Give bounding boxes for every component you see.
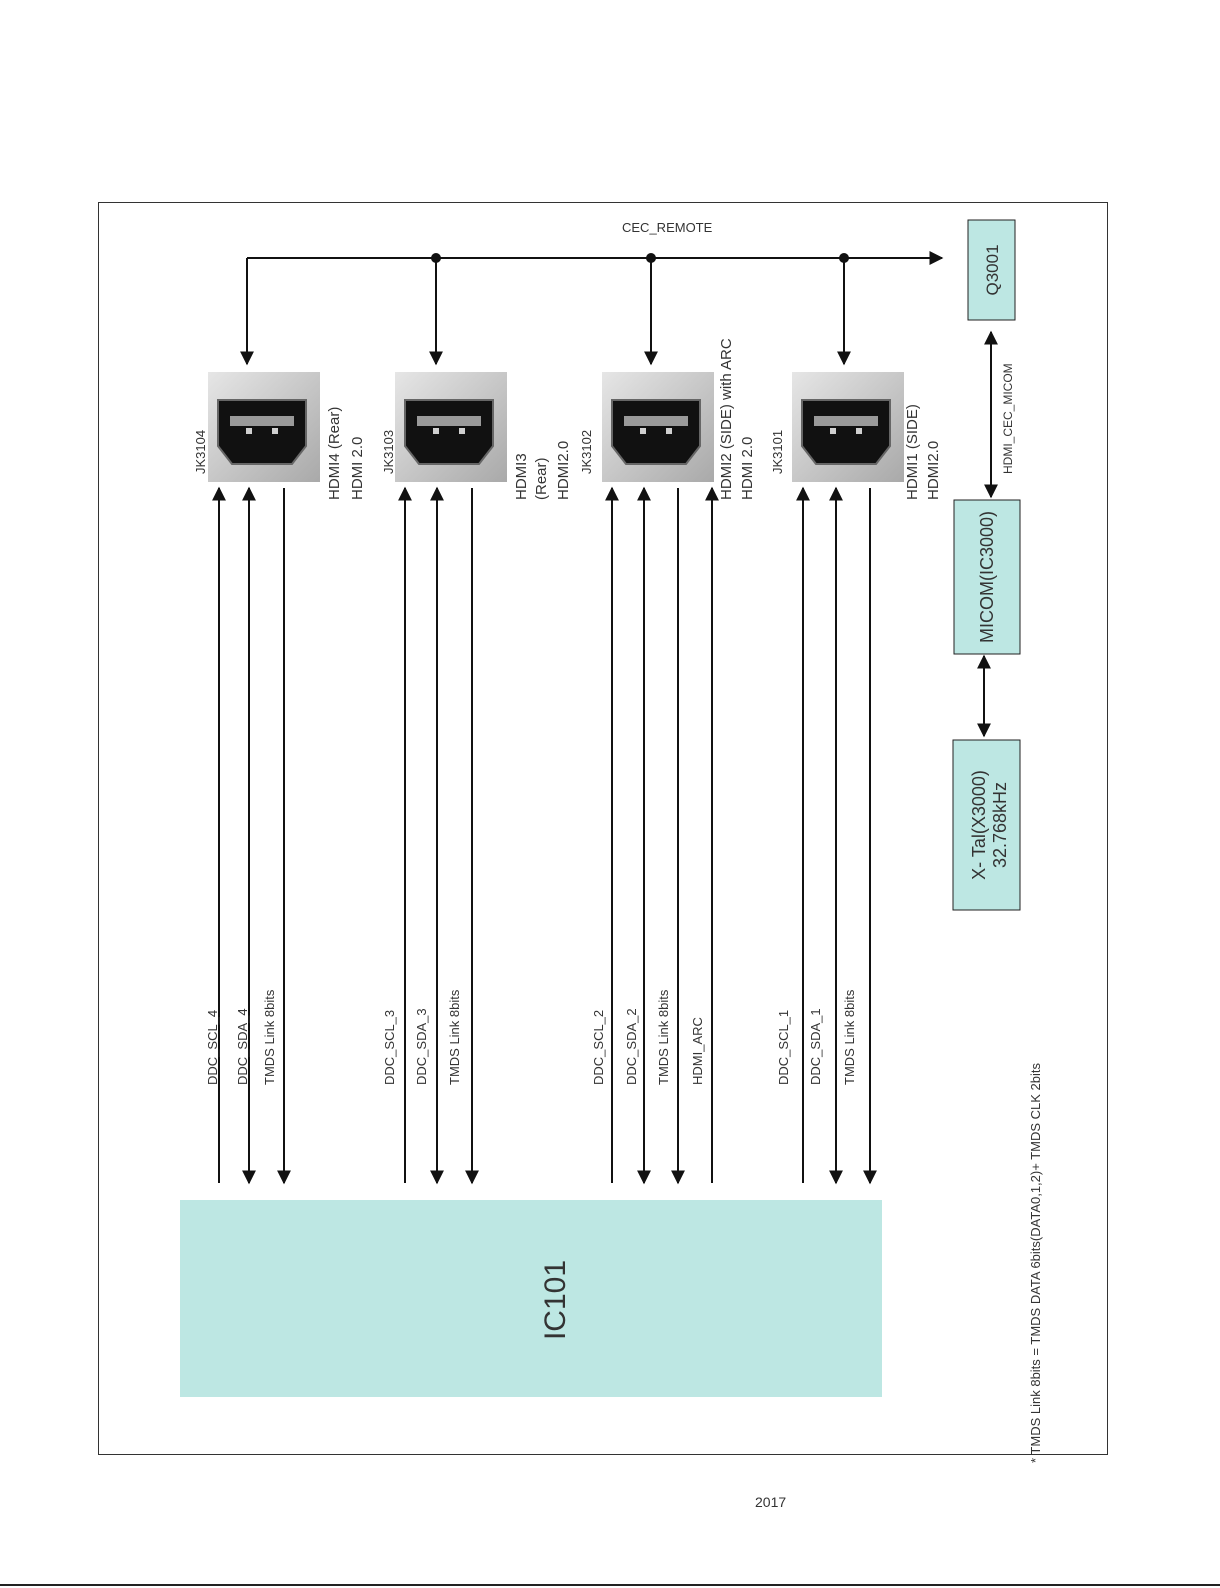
signal-label: TMDS Link 8bits [262, 989, 277, 1085]
port-name-label: HDMI2.0 [925, 441, 942, 500]
port-name-label: HDMI4 (Rear) [326, 407, 343, 500]
footer-year: 2017 [755, 1494, 786, 1510]
signal-label: DDC_SDA_4 [235, 1008, 250, 1085]
signal-label: HDMI_ARC [690, 1017, 705, 1085]
xtal-label-line2: 32.768kHz [990, 782, 1010, 868]
signal-label: DDC_SDA_3 [414, 1008, 429, 1085]
micom-label: MICOM(IC3000) [977, 511, 997, 643]
micom-block [953, 499, 1021, 655]
hdmi-cec-micom-label: HDMI_CEC_MICOM [1001, 363, 1015, 474]
port-name-label: HDMI 2.0 [739, 437, 756, 500]
jack-label: JK3104 [193, 430, 208, 474]
ic101-label: IC101 [539, 1260, 572, 1340]
jack-label: JK3102 [579, 430, 594, 474]
signal-label: DDC_SCL_3 [382, 1010, 397, 1085]
signal-label: TMDS Link 8bits [842, 989, 857, 1085]
xtal-label-line1: X- Tal(X3000) [969, 770, 989, 880]
hdmi-connector-icon [602, 372, 714, 482]
hdmi-connector-icon [792, 372, 904, 482]
port-name-label: HDMI 2.0 [349, 437, 366, 500]
signal-label: TMDS Link 8bits [656, 989, 671, 1085]
jack-label: JK3103 [381, 430, 396, 474]
q3001-block [967, 219, 1016, 321]
ic101-block [180, 1200, 882, 1397]
signal-label: DDC_SCL_1 [776, 1010, 791, 1085]
diagram-frame [98, 202, 1108, 1455]
jack-label: JK3101 [770, 430, 785, 474]
signal-label: DDC_SCL_4 [205, 1010, 220, 1085]
cec-bus [240, 251, 944, 366]
signal-label: TMDS Link 8bits [447, 989, 462, 1085]
signal-label: DDC_SCL_2 [591, 1010, 606, 1085]
bus-junction-dot [839, 253, 849, 263]
q3001-label: Q3001 [983, 244, 1002, 295]
port-name-label: (Rear) [533, 457, 550, 500]
signal-label: DDC_SDA_1 [808, 1008, 823, 1085]
bus-junction-dot [431, 253, 441, 263]
xtal-block [952, 739, 1021, 911]
port-name-label: HDMI2.0 [555, 441, 572, 500]
bottom-rule [0, 1584, 1220, 1586]
cec-remote-label: CEC_REMOTE [622, 220, 713, 235]
signal-label: DDC_SDA_2 [624, 1008, 639, 1085]
port-name-label: HDMI1 (SIDE) [904, 404, 921, 500]
bus-junction-dot [646, 253, 656, 263]
tmds-footnote: * TMDS Link 8bits = TMDS DATA 6bits(DATA… [1028, 1063, 1043, 1463]
port-name-label: HDMI2 (SIDE) with ARC [718, 338, 735, 500]
port-name-label: HDMI3 [513, 453, 530, 500]
hdmi-connector-icon [208, 372, 320, 482]
hdmi-connector-icon [395, 372, 507, 482]
